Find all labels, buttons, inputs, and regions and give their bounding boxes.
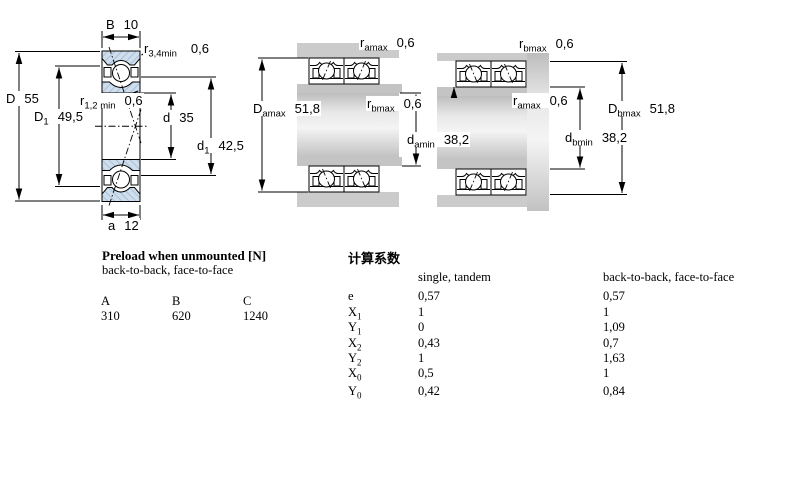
- cross-section-drawing: [15, 31, 216, 220]
- preload-val-b: 620: [172, 309, 191, 323]
- preload-val-c: 1240: [243, 309, 268, 323]
- preload-header-row: A B C: [101, 294, 314, 309]
- preload-value-row: 310 620 1240: [101, 309, 314, 324]
- factors-col2-header: back-to-back, face-to-face: [603, 270, 735, 284]
- bearing-diagrams: [15, 31, 627, 220]
- preload-col-a: A: [101, 294, 111, 308]
- preload-val-a: 310: [101, 309, 120, 323]
- factors-title: 计算系数: [348, 251, 401, 266]
- preload-col-b: B: [172, 294, 181, 308]
- preload-title: Preload when unmounted [N]: [102, 248, 267, 263]
- paired-arrangement-b-drawing: [437, 53, 627, 211]
- paired-arrangement-a-drawing: [258, 43, 421, 207]
- preload-col-c: C: [243, 294, 252, 308]
- preload-subtitle: back-to-back, face-to-face: [102, 263, 234, 277]
- factors-col1-header: single, tandem: [418, 270, 491, 284]
